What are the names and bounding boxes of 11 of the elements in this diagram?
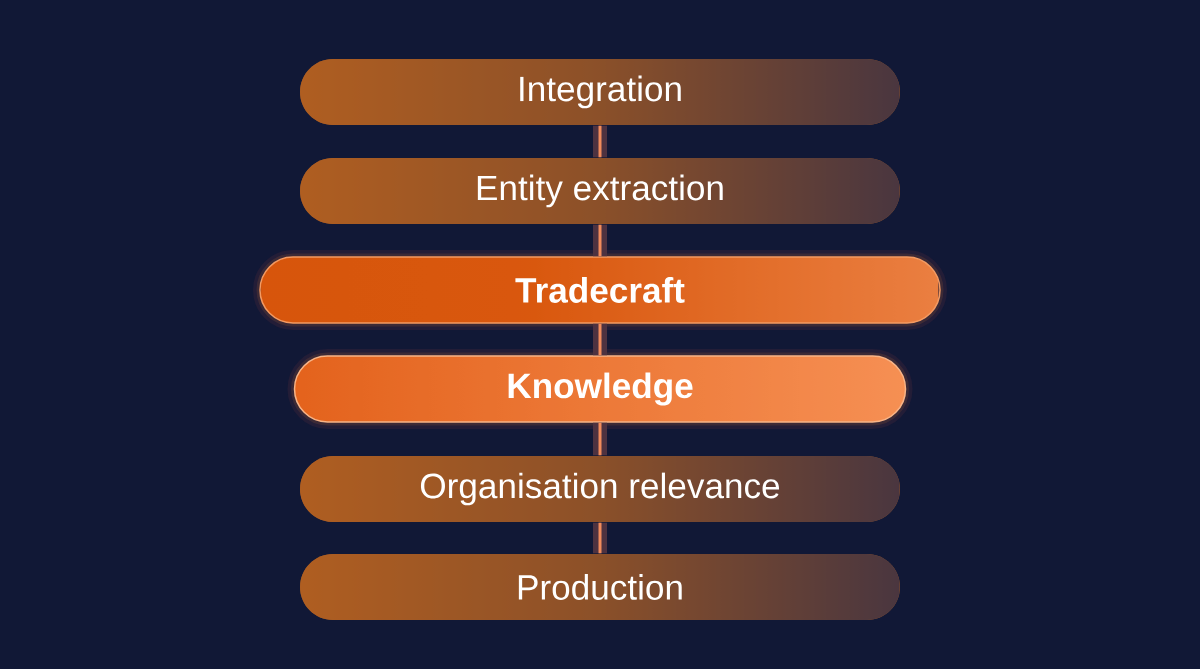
connector-line	[593, 125, 607, 158]
connector-line	[593, 522, 607, 554]
highlighted-pill: Knowledge	[287, 349, 913, 429]
pill-box: Integration	[300, 59, 900, 125]
highlighted-pill: Tradecraft	[253, 250, 947, 330]
pill-box: Production	[300, 554, 900, 620]
pill-box: Entity extraction	[300, 158, 900, 224]
pill-box: Organisation relevance	[300, 456, 900, 522]
connector-line	[593, 422, 607, 456]
connector-line	[593, 323, 607, 356]
connector-line	[593, 224, 607, 257]
